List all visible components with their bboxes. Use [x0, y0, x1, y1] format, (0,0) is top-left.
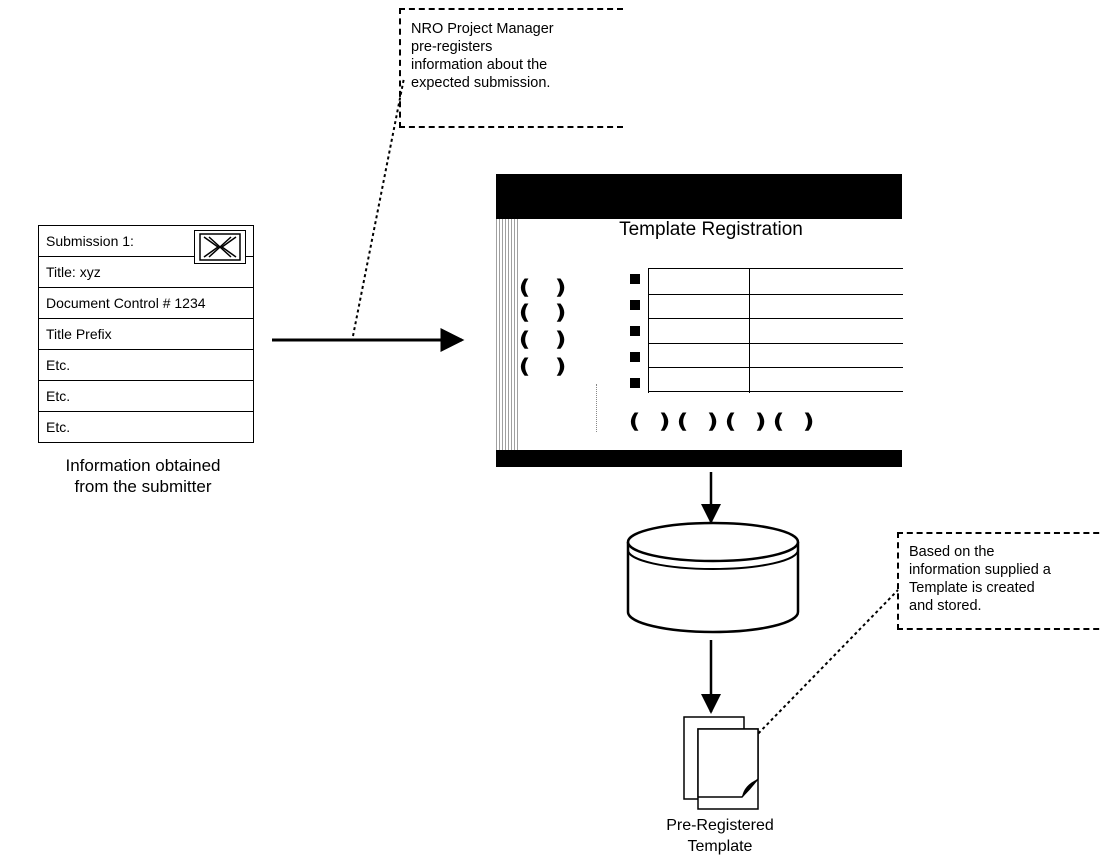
separator-line [596, 384, 597, 432]
grid-row-line [649, 318, 903, 319]
right-paren-icon: ) [554, 275, 567, 299]
grid-row-line [649, 294, 903, 295]
right-paren-icon: ) [754, 409, 767, 433]
caption-line: from the submitter [74, 477, 212, 496]
callout-line: NRO Project Manager [411, 21, 554, 37]
form-row: Title: xyz [39, 256, 253, 287]
callout-line: expected submission. [411, 75, 551, 91]
bullet-icon [630, 274, 640, 284]
right-paren-icon: ) [554, 300, 567, 324]
callout-line: information supplied a [909, 562, 1051, 578]
window-left-edge [496, 219, 518, 450]
callout-line: information about the [411, 57, 548, 73]
form-row: Etc. [39, 411, 253, 442]
right-paren-icon: ) [706, 409, 719, 433]
bullet-icon [630, 326, 640, 336]
grid-row-line [649, 391, 903, 392]
callout-template-created: Based on the information supplied a Temp… [897, 532, 1102, 630]
window-title: Template Registration [619, 219, 803, 240]
left-paren-icon: ( [518, 275, 531, 299]
submitter-caption: Information obtained from the submitter [18, 455, 268, 497]
document-icon [682, 715, 764, 818]
bullet-icon [630, 300, 640, 310]
left-paren-icon: ( [628, 409, 641, 433]
callout-line: Template is created [909, 580, 1035, 596]
bullet-icon [630, 378, 640, 388]
callout-top-leader [352, 77, 405, 337]
left-paren-icon: ( [724, 409, 737, 433]
right-paren-icon: ) [658, 409, 671, 433]
right-paren-icon: ) [802, 409, 815, 433]
excel-icon [194, 230, 246, 264]
window-title-bar [496, 174, 902, 219]
form-row: Submission 1: [46, 233, 134, 249]
grid-column-line [749, 268, 750, 393]
form-row: Etc. [39, 349, 253, 380]
callout-project-manager: NRO Project Manager pre-registers inform… [399, 8, 623, 128]
window-bottom-bar [496, 450, 902, 467]
left-paren-icon: ( [676, 409, 689, 433]
left-paren-icon: ( [518, 327, 531, 351]
left-paren-icon: ( [518, 300, 531, 324]
caption-line: Pre-Registered [666, 817, 774, 834]
database-icon [625, 520, 805, 645]
submission-form: Submission 1: Title: xyz Document Contro… [38, 225, 254, 443]
template-caption: Pre-Registered Template [620, 815, 820, 857]
left-paren-icon: ( [518, 354, 531, 378]
right-paren-icon: ) [554, 354, 567, 378]
form-row: Etc. [39, 380, 253, 411]
template-registration-window: Template Registration ( ) ( ) ( ) ( ) ( … [496, 174, 903, 467]
form-row: Document Control # 1234 [39, 287, 253, 318]
grid-row-line [649, 268, 903, 269]
right-paren-icon: ) [554, 327, 567, 351]
form-row: Title Prefix [39, 318, 253, 349]
callout-line: and stored. [909, 598, 982, 614]
grid-row-line [649, 343, 903, 344]
callout-right-leader [749, 589, 899, 743]
registration-grid [648, 268, 903, 393]
caption-line: Template [687, 838, 753, 855]
callout-line: pre-registers [411, 39, 493, 55]
caption-line: Information obtained [65, 456, 221, 475]
grid-row-line [649, 367, 903, 368]
bullet-icon [630, 352, 640, 362]
left-paren-icon: ( [772, 409, 785, 433]
callout-line: Based on the [909, 544, 995, 560]
